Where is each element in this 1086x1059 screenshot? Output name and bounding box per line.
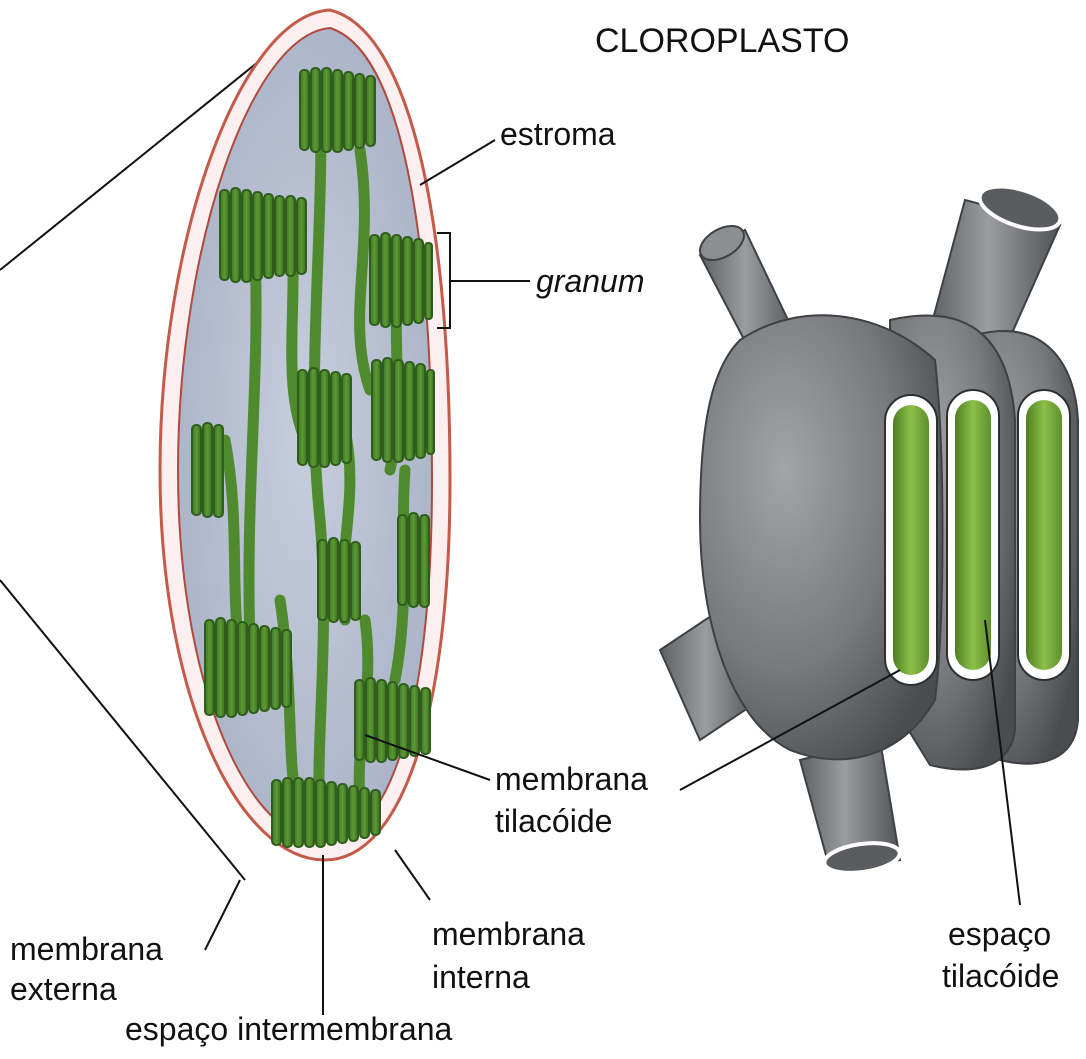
label-membrana-interna-line2: interna: [432, 959, 530, 995]
granum-stack: [272, 778, 380, 847]
granum-stack: [220, 188, 306, 282]
granum-stack: [192, 423, 223, 517]
label-granum: granum: [536, 263, 645, 299]
thylakoid-lumens: [885, 390, 1070, 685]
label-membrana-externa-line1: membrana: [10, 931, 163, 967]
thylakoid-3d-model: [660, 178, 1078, 877]
label-membrana-externa-line2: externa: [10, 971, 117, 1007]
label-membrana-interna-line1: membrana: [432, 916, 585, 952]
granum-stack: [318, 538, 360, 622]
label-espaco-tilacoide-line1: espaço: [948, 916, 1051, 952]
granum-stack: [300, 68, 375, 152]
label-membrana-tilacoide-line2: tilacóide: [495, 803, 612, 839]
granum-stack: [205, 618, 291, 717]
label-espaco-intermembrana: espaço intermembrana: [125, 1011, 452, 1047]
label-membrana-tilacoide-line1: membrana: [495, 761, 648, 797]
granum-stack: [398, 513, 429, 607]
label-estroma: estroma: [500, 116, 616, 152]
diagram-title: CLOROPLASTO: [595, 22, 849, 60]
label-espaco-tilacoide-line2: tilacóide: [942, 958, 1059, 994]
granum-stack: [298, 368, 351, 467]
granum-stack: [372, 358, 434, 462]
granum-stack-labeled: [370, 233, 432, 327]
granum-stack: [355, 678, 430, 762]
chloroplast-section: [160, 10, 450, 860]
